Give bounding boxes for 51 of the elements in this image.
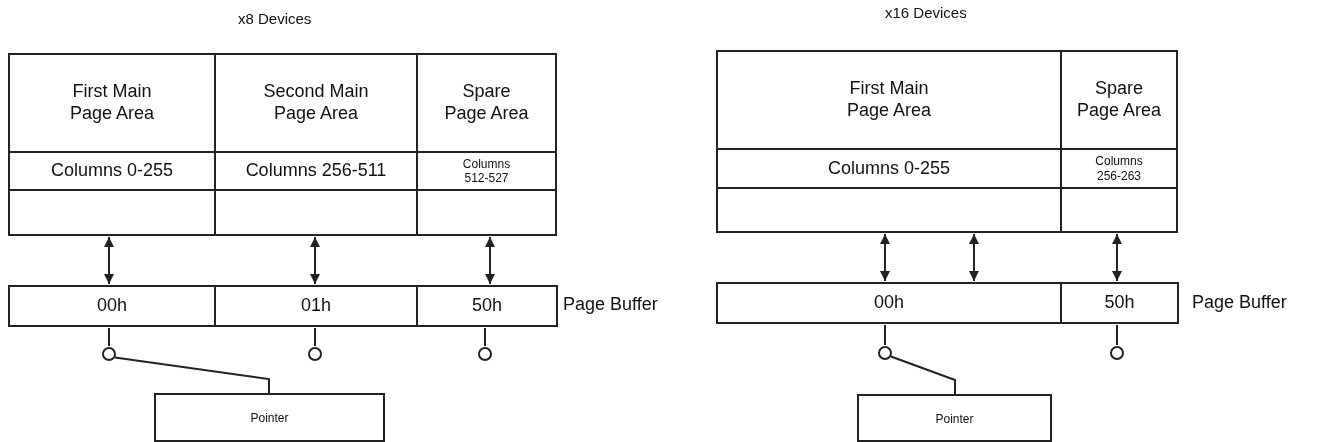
connector-line <box>884 324 886 346</box>
pointer-box <box>857 394 1052 442</box>
buffer-cell <box>416 285 558 327</box>
hex-address: 00h <box>96 295 127 317</box>
connector-circle <box>478 347 492 361</box>
memory-column <box>214 53 418 236</box>
area-heading: Second Main Page Area <box>262 81 370 125</box>
pointer-box <box>154 393 385 442</box>
side-label: Page Buffer <box>1192 292 1287 313</box>
connector-line <box>1116 324 1118 346</box>
column-range: Columns 256-263 <box>1094 154 1144 183</box>
double-arrow <box>880 233 890 282</box>
area-heading: Spare Page Area <box>443 81 530 125</box>
memory-column <box>416 53 557 236</box>
connector-line <box>314 327 316 347</box>
connector-circle <box>308 347 322 361</box>
hex-address: 01h <box>300 295 331 317</box>
section-title: x16 Devices <box>885 4 967 21</box>
hex-address: 50h <box>471 295 502 317</box>
connector-line <box>890 355 956 395</box>
hex-address: 50h <box>1104 292 1135 314</box>
memory-column <box>8 53 216 236</box>
double-arrow <box>310 236 320 285</box>
box-label: Pointer <box>250 411 289 427</box>
connector-circle <box>878 346 892 360</box>
area-heading: First Main Page Area <box>68 81 156 125</box>
side-label: Page Buffer <box>563 294 658 315</box>
double-arrow <box>485 236 495 285</box>
section-title: x8 Devices <box>238 10 312 27</box>
column-range: Columns 512-527 <box>461 156 512 186</box>
box-label: Pointer <box>935 412 974 428</box>
connector-line <box>108 327 110 347</box>
connector-line <box>114 356 270 394</box>
connector-circle <box>102 347 116 361</box>
buffer-cell <box>716 282 1062 324</box>
buffer-cell <box>8 285 216 327</box>
column-range: Columns 0-255 <box>50 160 174 182</box>
connector-circle <box>1110 346 1124 360</box>
buffer-cell <box>1060 282 1179 324</box>
memory-column <box>716 50 1062 233</box>
double-arrow <box>1112 233 1122 282</box>
area-heading: First Main Page Area <box>845 78 933 122</box>
column-range: Columns 256-511 <box>245 160 387 182</box>
double-arrow <box>969 233 979 282</box>
area-heading: Spare Page Area <box>1075 78 1163 122</box>
memory-column <box>1060 50 1178 233</box>
connector-line <box>484 327 486 347</box>
double-arrow <box>104 236 114 285</box>
buffer-cell <box>214 285 418 327</box>
column-range: Columns 0-255 <box>827 157 951 180</box>
hex-address: 00h <box>873 292 904 314</box>
